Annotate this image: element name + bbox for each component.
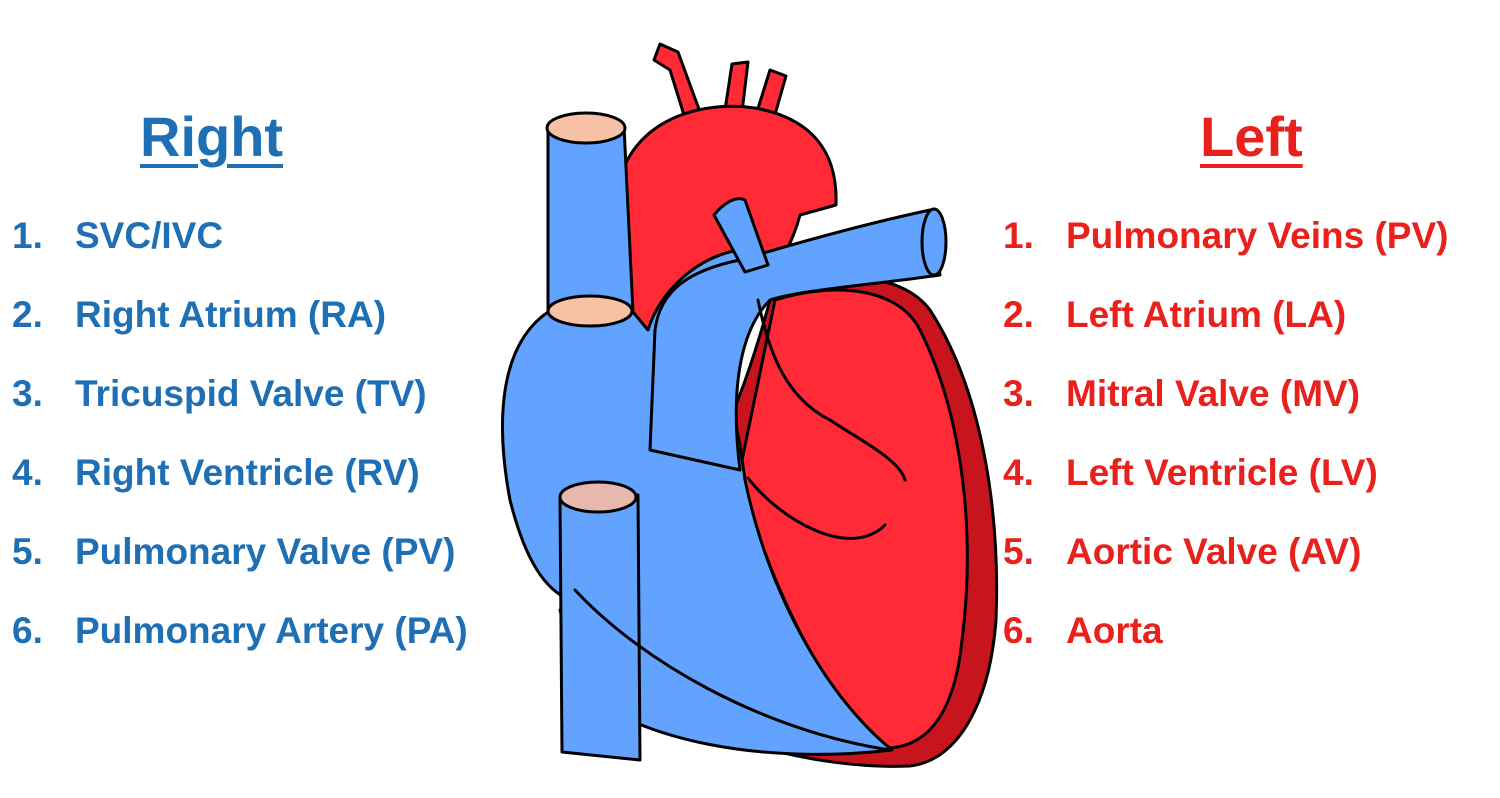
pulmonary-artery-opening: [920, 207, 948, 277]
list-item-number: 2.: [1003, 294, 1034, 335]
list-item-label: Pulmonary Valve (PV): [75, 531, 456, 572]
list-item: 4. Right Ventricle (RV): [12, 451, 420, 495]
list-item-label: Right Ventricle (RV): [75, 452, 420, 493]
list-item-label: Left Ventricle (LV): [1066, 452, 1378, 493]
left-side-heading: Left: [1200, 105, 1303, 168]
list-item-label: Mitral Valve (MV): [1066, 373, 1361, 414]
superior-vena-cava: [546, 124, 635, 314]
list-item: 6. Aorta: [1003, 609, 1163, 653]
list-item: 3. Mitral Valve (MV): [1003, 372, 1360, 416]
ra-opening: [546, 294, 634, 328]
list-item: 5. Pulmonary Valve (PV): [12, 530, 455, 574]
list-item-label: Right Atrium (RA): [75, 294, 387, 335]
list-item-label: Aorta: [1066, 610, 1163, 651]
list-item-number: 6.: [1003, 610, 1034, 651]
list-item-number: 4.: [12, 452, 43, 493]
aortic-branch-1: [652, 42, 702, 117]
heart-lower-edge: [573, 588, 892, 752]
aortic-branch-2: [723, 60, 750, 114]
list-item-label: Aortic Valve (AV): [1066, 531, 1362, 572]
list-item-number: 4.: [1003, 452, 1034, 493]
list-item: 6. Pulmonary Artery (PA): [12, 609, 468, 653]
list-item-number: 1.: [12, 215, 43, 256]
list-item-label: Tricuspid Valve (TV): [75, 373, 427, 414]
list-item-number: 3.: [12, 373, 43, 414]
list-item-number: 3.: [1003, 373, 1034, 414]
septum-line: [756, 298, 907, 482]
ivc-opening: [558, 480, 638, 514]
heart-illustration: [501, 42, 999, 768]
list-item-number: 6.: [12, 610, 43, 651]
list-item-number: 5.: [1003, 531, 1034, 572]
list-item: 5. Aortic Valve (AV): [1003, 530, 1361, 574]
svc-opening: [545, 111, 627, 145]
inferior-vena-cava: [558, 493, 642, 762]
list-item: 2. Left Atrium (LA): [1003, 293, 1346, 337]
list-item: 2. Right Atrium (RA): [12, 293, 386, 337]
list-item: 3. Tricuspid Valve (TV): [12, 372, 427, 416]
list-item-number: 1.: [1003, 215, 1034, 256]
list-item: 4. Left Ventricle (LV): [1003, 451, 1378, 495]
right-side-heading: Right: [140, 105, 284, 168]
list-item-label: Pulmonary Veins (PV): [1066, 215, 1449, 256]
list-item-number: 2.: [12, 294, 43, 335]
list-item: 1. SVC/IVC: [12, 214, 223, 258]
list-item-label: Pulmonary Artery (PA): [75, 610, 468, 651]
list-item: 1. Pulmonary Veins (PV): [1003, 214, 1448, 258]
chamber-contour: [746, 476, 887, 540]
list-item-number: 5.: [12, 531, 43, 572]
pulmonary-artery: [648, 208, 942, 472]
list-item-label: SVC/IVC: [75, 215, 224, 256]
list-item-label: Left Atrium (LA): [1066, 294, 1347, 335]
pulmonary-branch: [712, 197, 770, 274]
